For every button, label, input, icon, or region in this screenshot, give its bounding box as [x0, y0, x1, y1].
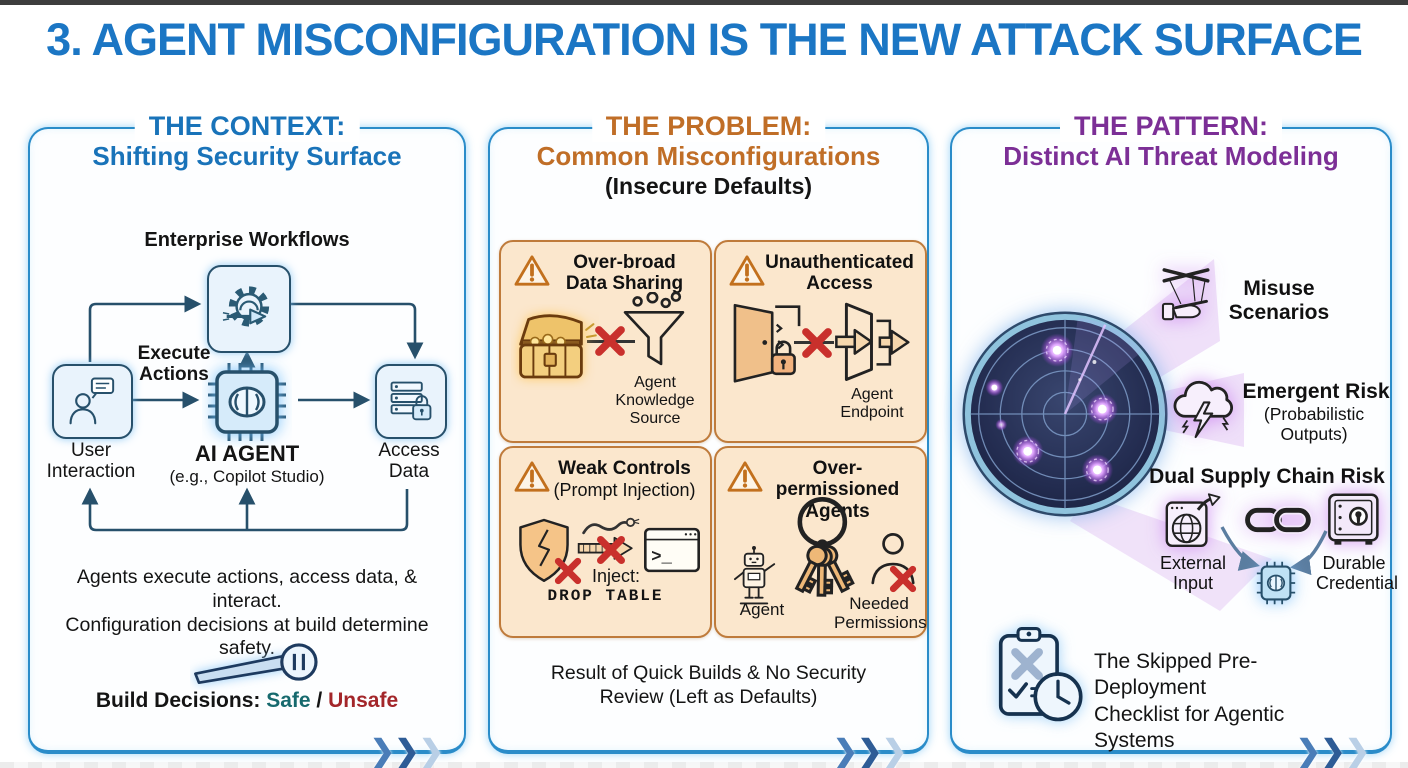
problem-kicker: THE PROBLEM: [591, 111, 826, 142]
context-title: Shifting Security Surface [92, 141, 402, 171]
robot-icon [734, 545, 776, 605]
problem-panel: THE PROBLEM: Common Misconfigurations (I… [488, 111, 929, 767]
unsafe-label: Unsafe [328, 689, 399, 712]
chevron-icon: ❯ [1320, 735, 1346, 768]
user-chat-icon [69, 377, 114, 424]
card-note: Agent Endpoint [840, 386, 904, 421]
user-interaction-node [52, 364, 133, 439]
problem-title: Common Misconfigurations [536, 141, 881, 171]
problem-caption: Result of Quick Builds & No Security Rev… [550, 662, 867, 708]
card-title: Unauthenticated Access [765, 252, 914, 295]
access-data-node [375, 364, 447, 439]
broken-door-lock-icon [733, 303, 801, 383]
red-x-icon [554, 557, 582, 585]
card-note: Needed Permissions [834, 594, 927, 633]
inject-label: Inject: [591, 566, 641, 586]
chevron-icon: ❯ [832, 735, 859, 768]
emergent-risk-sublabel: (Probabilistic Outputs) [1263, 404, 1365, 444]
safe-vault-icon [1328, 493, 1379, 545]
chain-links-icon [1245, 506, 1313, 534]
misuse-scenarios-label: Misuse Scenarios [1228, 277, 1330, 324]
next-chevrons-icon: ❯ ❯ ❯ [370, 735, 444, 768]
user-interaction-label: User Interaction [46, 440, 136, 483]
agent-chip-icon [1256, 561, 1296, 605]
external-input-label: External Input [1159, 553, 1227, 594]
enterprise-workflows-label: Enterprise Workflows [144, 229, 350, 251]
context-flow-connectors [81, 295, 424, 532]
chevron-icon: ❯ [369, 735, 396, 768]
chevron-icon: ❯ [1295, 735, 1322, 768]
card-weak-controls: Weak Controls (Prompt Injection) [499, 446, 712, 638]
radar-icon [962, 311, 1168, 517]
funnel-icon [623, 292, 685, 366]
warning-icon [729, 255, 765, 286]
database-lock-icon [390, 381, 432, 420]
chevron-icon: ❯ [1344, 735, 1370, 768]
dual-supply-chain-title: Dual Supply Chain Risk [1149, 465, 1385, 488]
converging-arrows [1220, 526, 1328, 576]
pattern-title: Distinct AI Threat Modeling [1003, 141, 1339, 171]
warning-icon [514, 255, 550, 286]
keyring-icon [794, 497, 855, 597]
endpoint-doorway-arrows-icon [835, 302, 910, 381]
durable-credential-label: Durable Credential [1316, 553, 1399, 594]
safe-label: Safe [266, 689, 311, 712]
gear-arrow-icon [222, 286, 270, 327]
chevron-icon: ❯ [418, 735, 444, 768]
pattern-kicker: THE PATTERN: [1060, 111, 1282, 142]
marionette-icon [1161, 268, 1210, 321]
bottom-edge-strip [0, 762, 1408, 768]
card-subtitle: (Prompt Injection) [553, 480, 696, 500]
treasure-chest-icon [519, 314, 597, 379]
card-note: Agent Knowledge Source [615, 374, 695, 427]
inject-code: DROP TABLE [547, 587, 664, 605]
storm-cloud-icon [1173, 380, 1234, 439]
next-chevrons-icon: ❯ ❯ ❯ [1296, 735, 1370, 768]
ai-agent-label: AI AGENT [194, 441, 300, 466]
execute-actions-label: Execute Actions [137, 343, 211, 386]
warning-icon [727, 461, 763, 492]
context-panel: THE CONTEXT: Shifting Security Surface E… [28, 111, 466, 767]
ai-agent-sublabel: (e.g., Copilot Studio) [169, 467, 325, 486]
access-data-label: Access Data [378, 440, 440, 483]
card-overpermissioned-agents: Over-permissioned Agents [714, 446, 927, 638]
terminal-prompt-glyph: >_ [651, 549, 672, 568]
warning-icon [514, 461, 550, 492]
red-x-icon [802, 328, 832, 358]
next-chevrons-icon: ❯ ❯ ❯ [833, 735, 907, 768]
build-decisions-line: Build Decisions: Safe / Unsafe [30, 689, 464, 713]
skipped-checklist-clock-icon [998, 627, 1083, 722]
red-x-icon [595, 326, 625, 356]
context-caption: Agents execute actions, access data, & i… [65, 566, 429, 660]
terminal-icon: >_ [644, 527, 700, 573]
context-kicker: THE CONTEXT: [134, 111, 360, 142]
separator: / [316, 689, 323, 712]
card-title: Over-broad Data Sharing [565, 252, 684, 295]
card-title: Weak Controls [558, 458, 691, 479]
card-title: Over-permissioned Agents [775, 458, 900, 522]
red-x-icon [597, 536, 625, 564]
card-unauthenticated-access: Unauthenticated Access [714, 240, 927, 443]
pattern-caption: The Skipped Pre-Deployment Checklist for… [1094, 650, 1285, 752]
decision-lever-icon [194, 643, 318, 685]
chevron-icon: ❯ [857, 735, 883, 768]
agent-label: Agent [739, 600, 785, 619]
problem-subtitle: (Insecure Defaults) [604, 173, 813, 199]
top-edge-strip [0, 0, 1408, 5]
pattern-panel: THE PATTERN: Distinct AI Threat Modeling [950, 111, 1399, 767]
chevron-icon: ❯ [881, 735, 907, 768]
chevron-icon: ❯ [394, 735, 420, 768]
external-input-globe-icon [1165, 493, 1221, 547]
build-decisions-label: Build Decisions: [95, 689, 261, 712]
broken-shield-icon [519, 518, 569, 582]
enterprise-workflow-node [207, 265, 291, 353]
page-title: 3. AGENT MISCONFIGURATION IS THE NEW ATT… [46, 14, 1363, 65]
ai-agent-chip-icon [208, 363, 286, 441]
card-overbroad-data-sharing: Over-broad Data Sharing [499, 240, 712, 443]
emergent-risk-label: Emergent Risk [1242, 380, 1390, 403]
red-x-icon [889, 565, 917, 593]
